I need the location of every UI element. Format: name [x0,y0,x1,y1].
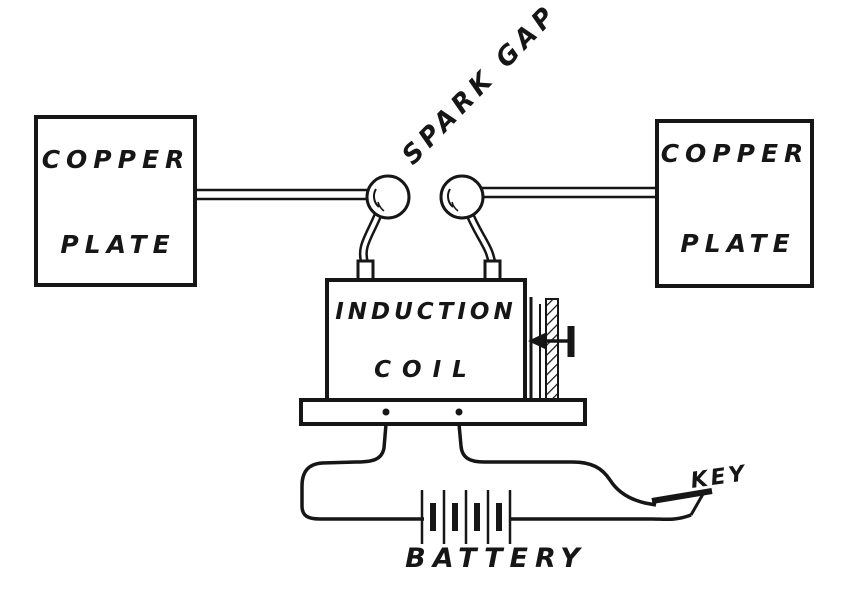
wire-base-to-key [457,423,657,507]
wire-key-to-battery [510,513,692,522]
copper-plate-left-label-line1: COPPER [42,145,191,174]
copper-plate-left-box [34,115,197,287]
spark-gap-label: SPARK GAP [396,0,564,171]
key-label: KEY [689,461,749,494]
copper-plate-right-label-line1: COPPER [661,139,810,168]
base-terminal-left [382,408,390,416]
induction-coil-label-line2: COIL [374,357,478,383]
interrupter-screw [528,297,575,401]
copper-plate-left-label-line2: PLATE [60,230,175,259]
battery-label: BATTERY [405,543,587,574]
copper-plate-right: COPPER PLATE [655,119,814,288]
base-board [299,398,587,426]
right-connecting-rod [476,186,658,199]
copper-plate-right-box [655,119,814,288]
induction-coil-label-line1: INDUCTION [335,299,517,325]
spark-gap-ball-right [439,174,485,220]
base-board-rect [299,398,587,426]
interrupter-arrow [528,333,545,349]
telegraph-key [651,488,713,516]
base-terminal-right [455,408,463,416]
spark-gap-lead-right [463,208,497,265]
key-lever [651,488,713,504]
left-connecting-rod [194,188,374,201]
key-contact [689,493,705,516]
interrupter-hatched-rod [545,298,559,401]
spark-gap-lead-left [358,208,385,266]
copper-plate-left: COPPER PLATE [34,115,197,287]
copper-plate-right-label-line2: PLATE [680,229,795,258]
wire-base-to-battery-left [300,423,424,521]
induction-coil: INDUCTION COIL [325,278,527,403]
spark-gap-ball-left [365,174,411,220]
battery-symbol [420,490,512,544]
